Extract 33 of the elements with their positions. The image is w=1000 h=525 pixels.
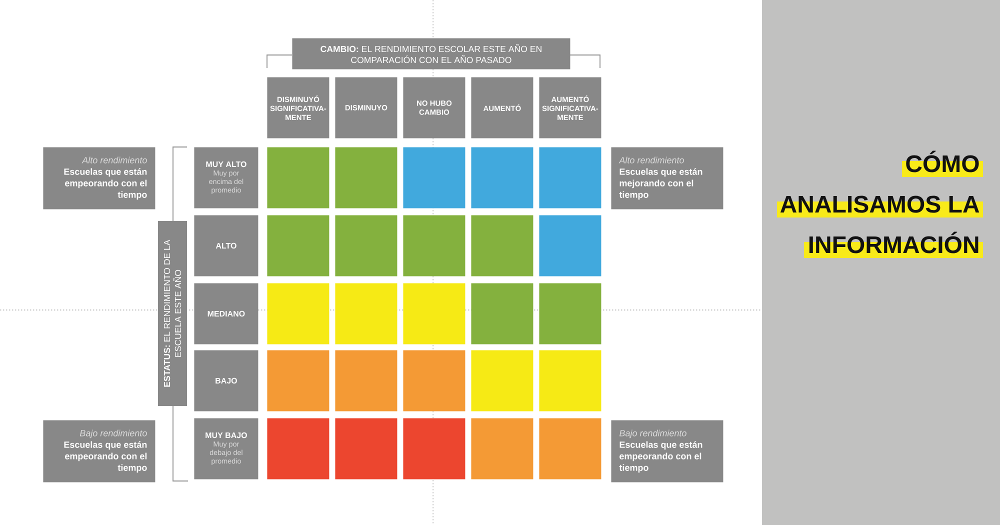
grid-square (403, 350, 466, 412)
grid-square (471, 215, 534, 276)
callout-box: Bajo rendimiento Escuelas que están empeorando con el tiempo (43, 420, 156, 482)
row-header-box: MEDIANO (194, 283, 258, 344)
grid-square (335, 215, 398, 276)
grid-square (267, 147, 330, 208)
grid-square (471, 418, 534, 480)
grid-square (267, 215, 330, 276)
grid-square (403, 215, 466, 276)
row-header-box: ALTO (194, 215, 258, 276)
grid-square (471, 147, 534, 208)
grid-square (539, 418, 602, 480)
grid-square (471, 350, 534, 412)
heading-box: CAMBIO: EL RENDIMIENTO ESCOLAR ESTE AÑO EN COMPARACIÓN CON EL AÑO PASADO (292, 38, 570, 70)
grid-square (267, 350, 330, 412)
grid-square (403, 283, 466, 344)
grid-square (267, 418, 330, 480)
grid-square (539, 283, 602, 344)
grid-square (539, 215, 602, 276)
grid-square (539, 350, 602, 412)
grid-square (539, 147, 602, 208)
callout-box: Alto rendimiento Escuelas que están mejorando con el tiempo (611, 147, 724, 210)
callout-box: Alto rendimiento Escuelas que están empeorando con el tiempo (43, 147, 156, 210)
grid-square (335, 283, 398, 344)
grid-square (335, 147, 398, 208)
grid-square (403, 147, 466, 208)
row-header-box: BAJO (194, 350, 258, 412)
grid-square (403, 418, 466, 480)
grid-square (267, 283, 330, 344)
callout-box: Bajo rendimiento Escuelas que están empeorando con el tiempo (611, 420, 724, 482)
grid-square (335, 418, 398, 480)
grid-square (471, 283, 534, 344)
grid-square (335, 350, 398, 412)
